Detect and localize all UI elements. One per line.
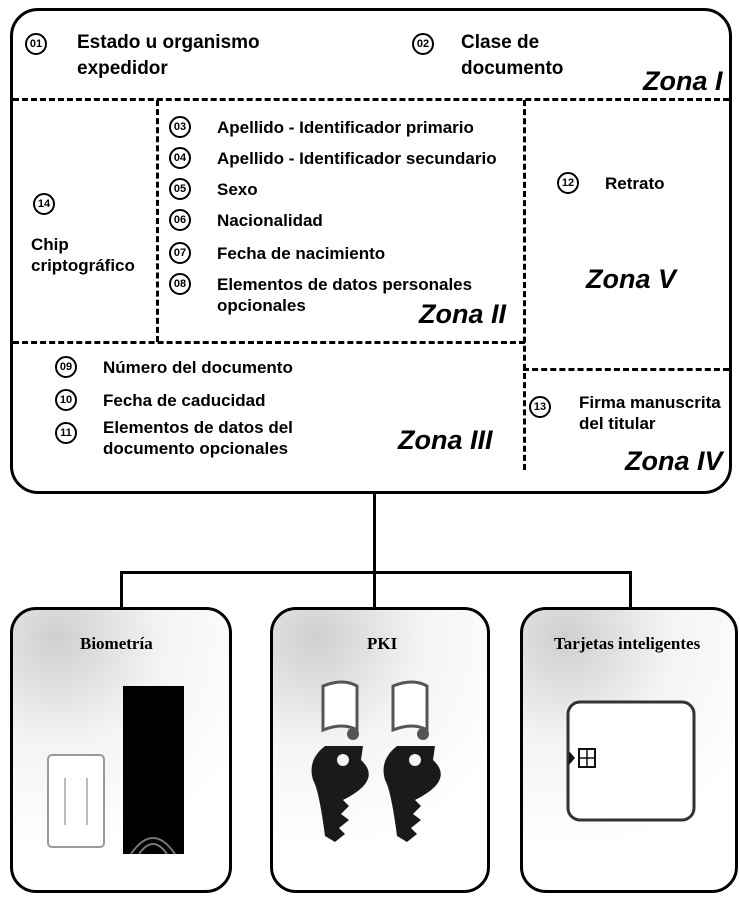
certificate-icon-right	[391, 680, 429, 740]
optional-document-data-line2: documento opcionales	[103, 439, 289, 458]
document-class-line2: documento	[461, 58, 564, 79]
optional-personal-data-line1: Elementos de datos personales	[217, 275, 473, 294]
item-number-03: 03	[169, 116, 191, 138]
smart-card	[566, 700, 696, 822]
document-card	[10, 8, 732, 494]
zone-iv-divider	[523, 368, 729, 371]
sex-label: Sexo	[217, 180, 258, 199]
zone-v-label: Zona V	[586, 264, 677, 294]
zone-iii-label: Zona III	[398, 425, 493, 455]
item-number-01: 01	[25, 33, 47, 55]
chip-line2: criptográfico	[31, 256, 135, 275]
zone-divider-top	[13, 98, 729, 101]
key-icon-left	[311, 746, 369, 842]
optional-document-data-line1: Elementos de datos del	[103, 418, 293, 437]
optional-personal-data-line2: opcionales	[217, 296, 306, 315]
item-number-02: 02	[412, 33, 434, 55]
biometrics-illustration	[47, 686, 184, 855]
zone-ii-label: Zona II	[419, 299, 506, 329]
chip-label: Chip criptográfico	[31, 234, 135, 276]
document-class-line1: Clase de	[461, 32, 540, 53]
pki-panel: PKI	[270, 607, 490, 893]
item-number-12: 12	[557, 172, 579, 194]
key-icon-right	[383, 746, 441, 842]
item-number-05: 05	[169, 178, 191, 200]
item-number-09: 09	[55, 356, 77, 378]
pki-title: PKI	[367, 634, 398, 653]
smartcard-illustration	[566, 700, 696, 822]
item-number-04: 04	[169, 147, 191, 169]
connector-bar	[120, 571, 632, 574]
issuing-state-line2: expedidor	[77, 58, 168, 79]
id-card-image	[47, 754, 105, 848]
item-number-08: 08	[169, 273, 191, 295]
certificate-icon-left	[321, 680, 359, 740]
zone-iv-label: Zona IV	[625, 446, 723, 476]
chip-divider	[156, 100, 159, 342]
zone-v-divider	[523, 100, 526, 470]
optional-personal-data-label: Elementos de datos personales opcionales	[217, 274, 472, 316]
connector-trunk	[373, 494, 376, 573]
primary-surname-label: Apellido - Identificador primario	[217, 118, 474, 137]
zone-i-label: Zona I	[643, 66, 723, 96]
birth-date-label: Fecha de nacimiento	[217, 244, 386, 263]
document-number-label: Número del documento	[103, 358, 293, 377]
signature-label: Firma manuscrita del titular	[579, 392, 721, 434]
optional-document-data-label: Elementos de datos del documento opciona…	[103, 417, 293, 459]
signature-line1: Firma manuscrita	[579, 393, 721, 412]
smartcards-title: Tarjetas inteligentes	[554, 634, 701, 653]
biometrics-panel: Biometría	[10, 607, 232, 893]
expiry-date-label: Fecha de caducidad	[103, 391, 266, 410]
item-number-10: 10	[55, 389, 77, 411]
issuing-state-line1: Estado u organismo	[77, 32, 260, 53]
connector-middle	[373, 571, 376, 609]
connector-right	[629, 571, 632, 609]
item-number-14: 14	[33, 193, 55, 215]
chip-line1: Chip	[31, 235, 69, 254]
item-number-07: 07	[169, 242, 191, 264]
document-class-label: Clase de documento	[461, 30, 563, 82]
item-number-11: 11	[55, 422, 77, 444]
portrait-label: Retrato	[605, 174, 665, 193]
connector-left	[120, 571, 123, 609]
smartcards-panel: Tarjetas inteligentes	[520, 607, 738, 893]
item-number-06: 06	[169, 209, 191, 231]
secondary-surname-label: Apellido - Identificador secundario	[217, 149, 497, 168]
nationality-label: Nacionalidad	[217, 211, 323, 230]
pki-illustration	[311, 680, 441, 842]
fingerprint-scanner	[123, 686, 184, 854]
issuing-state-label: Estado u organismo expedidor	[77, 30, 260, 82]
zone-iii-divider	[13, 341, 525, 344]
biometrics-title: Biometría	[80, 634, 153, 653]
signature-line2: del titular	[579, 414, 656, 433]
item-number-13: 13	[529, 396, 551, 418]
